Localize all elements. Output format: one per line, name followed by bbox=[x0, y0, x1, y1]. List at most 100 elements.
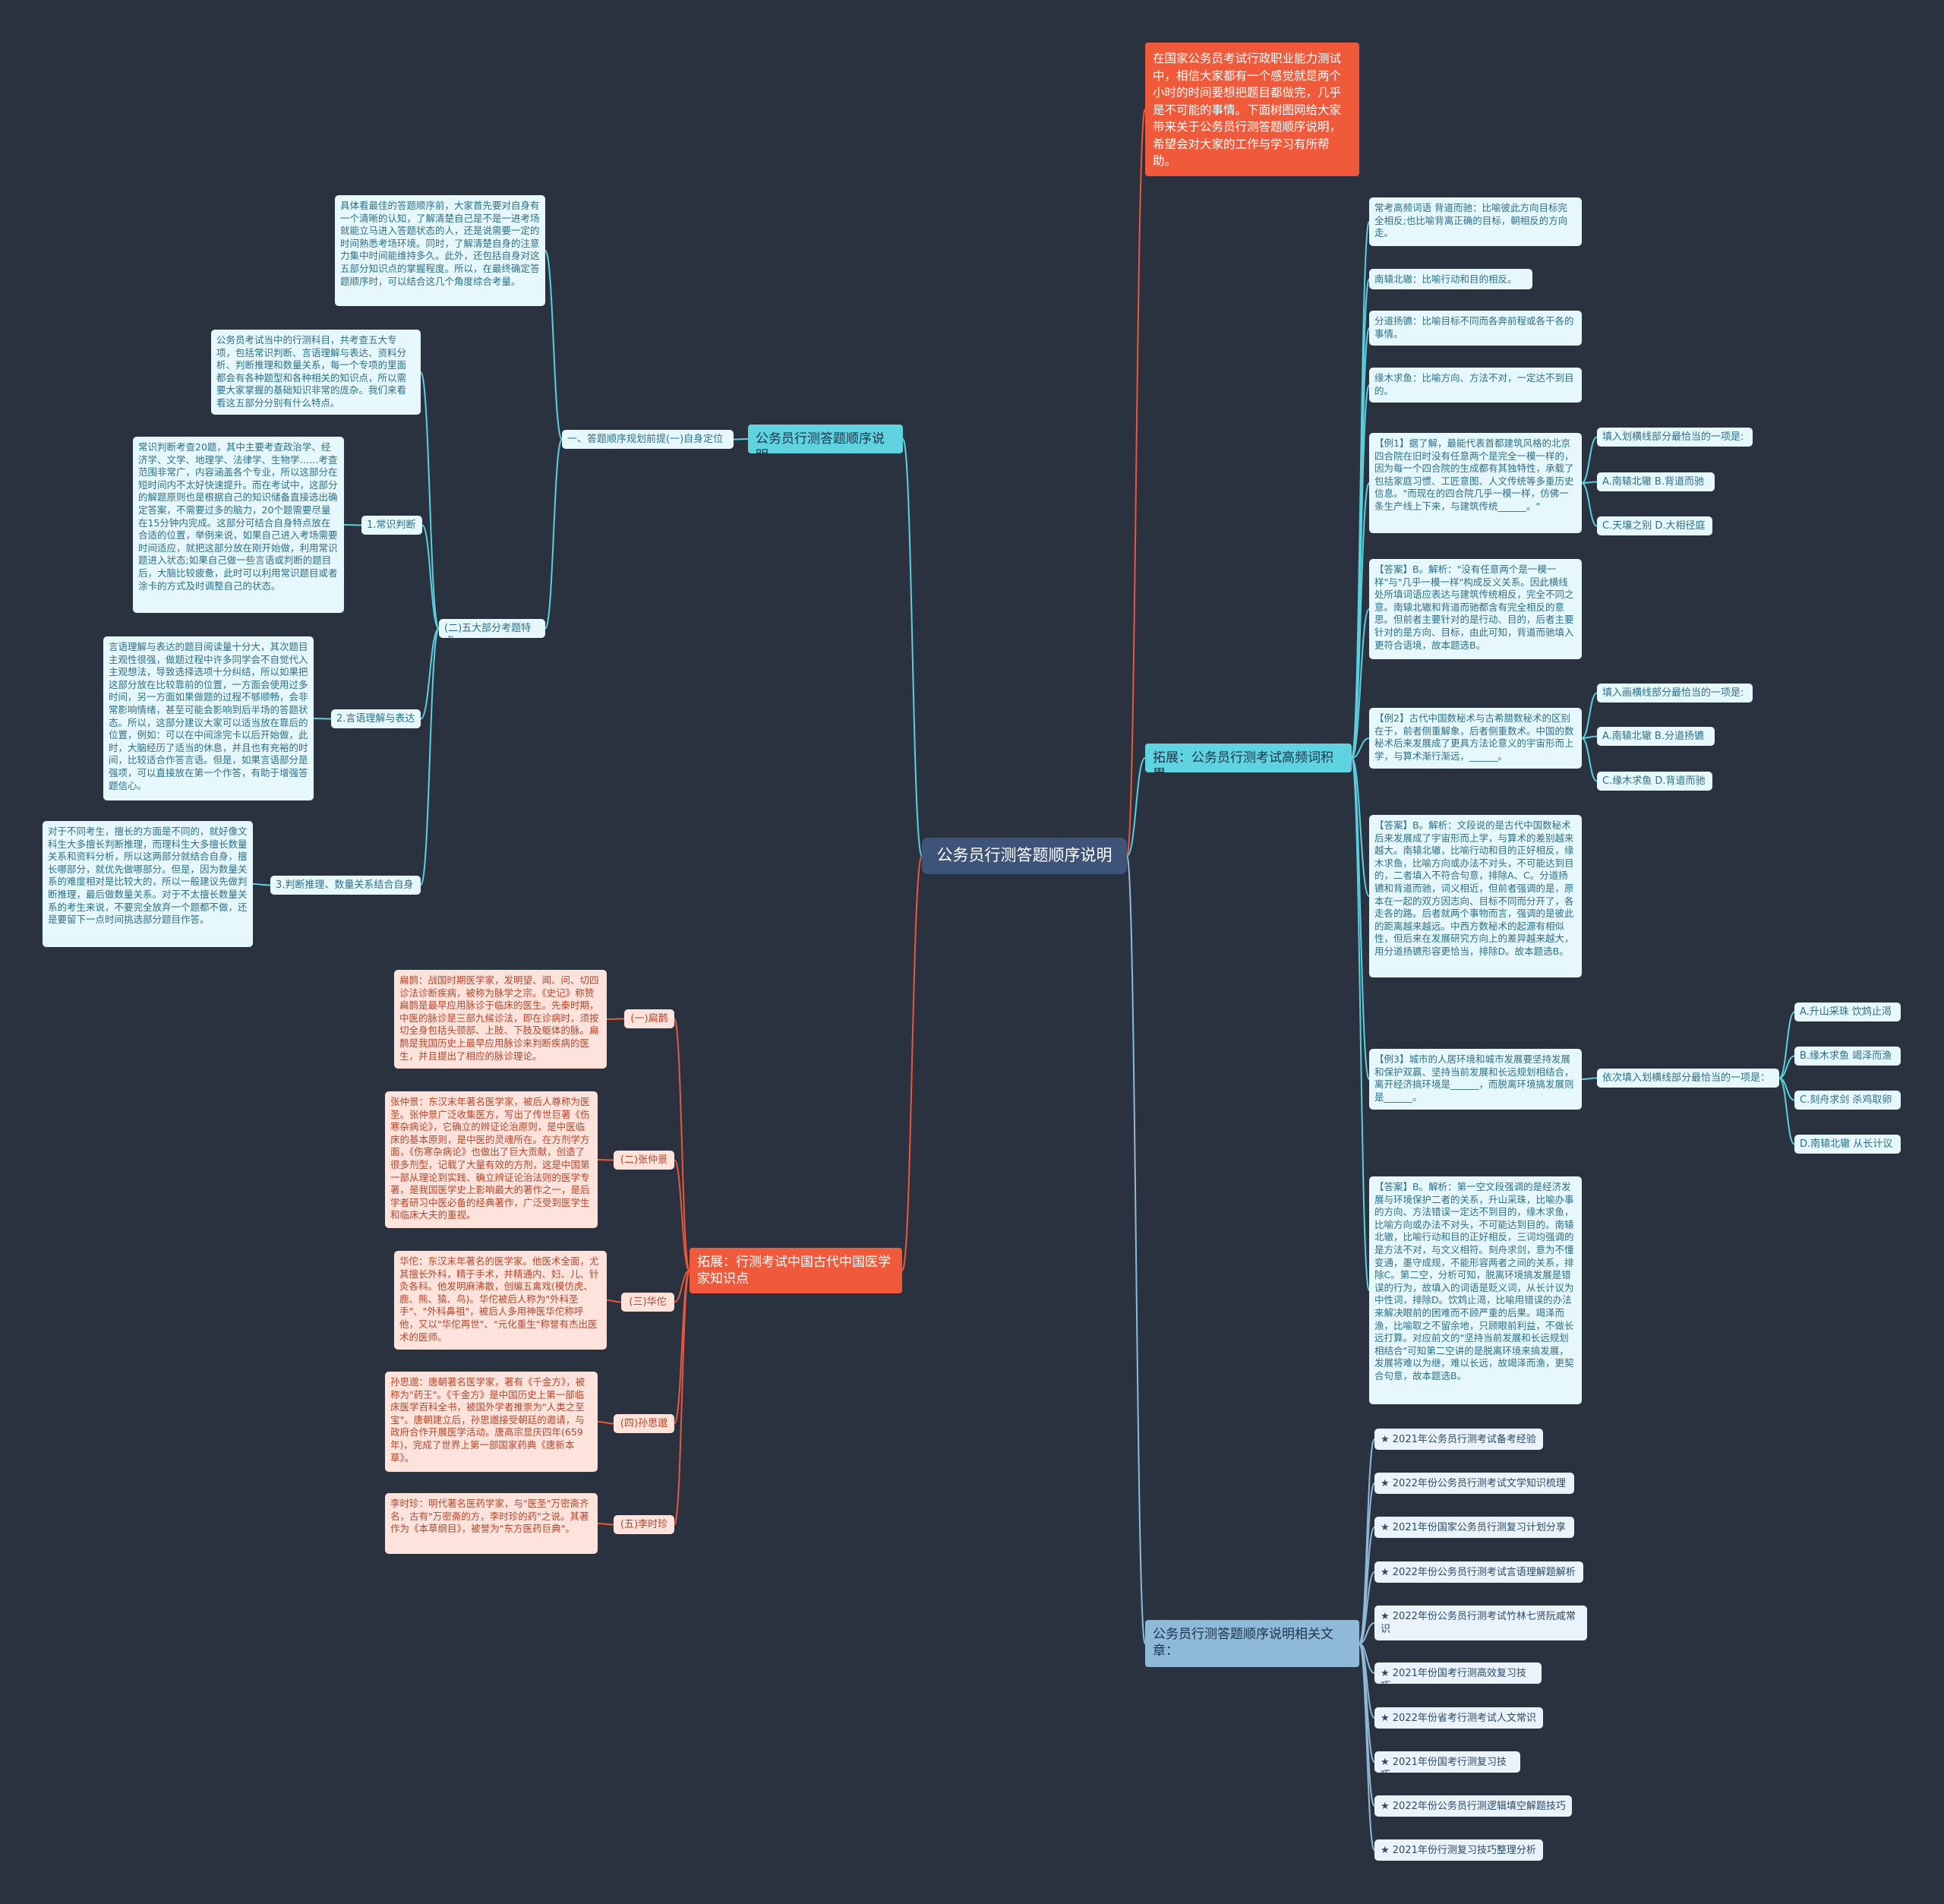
example1-option-cd[interactable]: C.天壤之别 D.大相径庭 bbox=[1597, 516, 1712, 535]
medicine-text-3: 华佗：东汉末年著名的医学家。他医术全面，尤其擅长外科，精于手术，并精通内、妇、儿… bbox=[394, 1251, 607, 1350]
connector-example1-text-example1-question bbox=[1581, 436, 1598, 484]
example3-answer: 【答案】B。解析：第一空文段强调的是经济发展与环境保护二者的关系，升山采珠，比喻… bbox=[1369, 1176, 1582, 1404]
article-link-5[interactable]: ★ 2022年份公务员行测考试竹林七贤阮咸常识 bbox=[1374, 1606, 1587, 1640]
connector-branch-vocab-example1-answer bbox=[1351, 608, 1370, 759]
common-sense-text: 常识判断考查20题，其中主要考查政治学、经济学、文学、地理学、法律学、生物学……… bbox=[133, 437, 344, 613]
connector-branch-vocab-example1-text bbox=[1351, 482, 1370, 759]
verbal-text: 言语理解与表达的题目阅读量十分大，其次题目主观性很强，做题过程中许多同学会不自觉… bbox=[103, 636, 314, 800]
intro-node[interactable]: 在国家公务员考试行政职业能力测试中，相信大家都有一个感觉就是两个小时的时间要想把… bbox=[1145, 43, 1359, 176]
common-sense-label[interactable]: 1.常识判断 bbox=[361, 516, 422, 535]
connector-branch-ancient-medicine-medicine-label-3 bbox=[674, 1270, 690, 1303]
example2-question[interactable]: 填入画横线部分最恰当的一项是: bbox=[1597, 684, 1753, 703]
connector-branch-vocab-example2-text bbox=[1351, 737, 1370, 759]
connector-five-parts-label-five-parts-overview bbox=[420, 371, 440, 630]
connector-root-topic-branch-answer-order bbox=[902, 438, 923, 857]
vocab-item-1: 常考高频词语 背道而驰：比喻彼此方向目标完全相反;也比喻背离正确的目标，朝相反的… bbox=[1369, 197, 1582, 246]
connector-example1-text-example1-option-cd bbox=[1581, 482, 1598, 527]
article-link-3[interactable]: ★ 2021年份国家公务员行测复习计划分享 bbox=[1374, 1517, 1574, 1538]
self-positioning-label[interactable]: 一、答题顺序规划前提(一)自身定位 bbox=[562, 430, 734, 449]
medicine-label-5[interactable]: (五)李时珍 bbox=[614, 1515, 674, 1534]
connector-self-positioning-label-five-parts-label bbox=[544, 438, 563, 630]
example2-option-cd[interactable]: C.缘木求鱼 D.背道而驰 bbox=[1597, 772, 1712, 791]
five-parts-label[interactable]: (二)五大部分考题特点 bbox=[439, 619, 545, 638]
example3-text[interactable]: 【例3】城市的人居环境和城市发展要坚持发展和保护双赢、坚持当前发展和长远规划相结… bbox=[1369, 1049, 1582, 1110]
medicine-label-4[interactable]: (四)孙思邈 bbox=[614, 1414, 674, 1433]
article-link-4[interactable]: ★ 2022年份公务员行测考试言语理解题解析 bbox=[1374, 1561, 1583, 1583]
vocab-item-3: 分道扬镳：比喻目标不同而各奔前程或各干各的事情。 bbox=[1369, 311, 1582, 346]
example3-option-d[interactable]: D.南辕北辙 从长计议 bbox=[1794, 1135, 1901, 1154]
medicine-label-2[interactable]: (二)张仲景 bbox=[614, 1151, 674, 1170]
example3-option-b[interactable]: B.缘木求鱼 竭泽而渔 bbox=[1794, 1047, 1901, 1066]
medicine-label-1[interactable]: (一)扁鹊 bbox=[624, 1009, 674, 1028]
connector-branch-vocab-vocab-item-4 bbox=[1351, 384, 1370, 759]
article-link-2[interactable]: ★ 2022年份公务员行测考试文学知识梳理 bbox=[1374, 1473, 1574, 1494]
root-topic[interactable]: 公务员行测答题顺序说明 bbox=[922, 838, 1127, 874]
connector-branch-vocab-example2-answer bbox=[1351, 757, 1370, 897]
connector-branch-ancient-medicine-medicine-label-2 bbox=[674, 1159, 690, 1271]
connector-root-topic-intro-node bbox=[1126, 109, 1146, 857]
example1-option-ab[interactable]: A.南辕北辙 B.背道而驰 bbox=[1597, 472, 1715, 491]
five-parts-overview: 公务员考试当中的行测科目，共考查五大专项，包括常识判断、言语理解与表达、资料分析… bbox=[211, 330, 421, 415]
connector-root-topic-branch-related-articles bbox=[1126, 855, 1146, 1644]
vocab-item-4: 缘木求鱼：比喻方向、方法不对，一定达不到目的。 bbox=[1369, 368, 1582, 403]
connector-branch-related-articles-article-link-9 bbox=[1359, 1643, 1375, 1807]
connector-example3-question-example3-option-d bbox=[1778, 1077, 1795, 1145]
connector-self-positioning-label-self-positioning-text bbox=[544, 250, 563, 440]
connector-root-topic-branch-ancient-medicine bbox=[901, 855, 923, 1271]
article-link-9[interactable]: ★ 2022年份公务员行测逻辑填空解题技巧 bbox=[1374, 1795, 1572, 1817]
connector-verbal-label-verbal-text bbox=[313, 718, 332, 720]
connector-example3-text-example3-question bbox=[1581, 1077, 1598, 1080]
connector-medicine-label-1-medicine-text-1 bbox=[606, 1018, 625, 1020]
connector-medicine-label-4-medicine-text-4 bbox=[597, 1421, 614, 1425]
article-link-1[interactable]: ★ 2021年公务员行测考试备考经验 bbox=[1374, 1429, 1543, 1450]
article-link-10[interactable]: ★ 2021年份行测复习技巧整理分析 bbox=[1374, 1839, 1543, 1861]
connector-example3-question-example3-option-b bbox=[1778, 1055, 1795, 1079]
example1-question[interactable]: 填入划横线部分最恰当的一项是: bbox=[1597, 428, 1753, 447]
medicine-label-3[interactable]: (三)华佗 bbox=[621, 1293, 674, 1312]
connector-branch-vocab-example3-answer bbox=[1351, 757, 1370, 1291]
branch-ancient-medicine[interactable]: 拓展：行测考试中国古代中国医学家知识点 bbox=[690, 1248, 902, 1293]
connector-medicine-label-3-medicine-text-3 bbox=[606, 1299, 622, 1303]
connector-root-topic-branch-vocab bbox=[1126, 757, 1146, 857]
reasoning-math-label[interactable]: 3.判断推理、数量关系结合自身 bbox=[270, 876, 421, 895]
connector-branch-related-articles-article-link-2 bbox=[1359, 1482, 1375, 1644]
self-positioning-text: 具体看最佳的答题顺序前，大家首先要对自身有一个清晰的认知，了解清楚自己是不是一进… bbox=[335, 195, 545, 306]
branch-related-articles[interactable]: 公务员行测答题顺序说明相关文章： bbox=[1145, 1620, 1359, 1667]
connector-common-sense-label-common-sense-text bbox=[343, 524, 362, 526]
example3-question[interactable]: 依次填入划横线部分最恰当的一项是： bbox=[1597, 1069, 1779, 1088]
article-link-6[interactable]: ★ 2021年份国考行测高效复习技巧 bbox=[1374, 1662, 1542, 1684]
connector-five-parts-label-verbal-label bbox=[420, 627, 440, 720]
example1-text[interactable]: 【例1】据了解，最能代表首都建筑风格的北京四合院在旧时没有任意两个是完全一模一样… bbox=[1369, 433, 1582, 533]
connector-reasoning-math-label-reasoning-math-text bbox=[252, 883, 271, 886]
example3-option-c[interactable]: C.刻舟求剑 杀鸡取卵 bbox=[1794, 1091, 1901, 1110]
example1-answer: 【答案】B。解析："没有任意两个是一模一样"与"几乎一模一样"构成反义关系。因此… bbox=[1369, 559, 1582, 659]
connector-example3-question-example3-option-a bbox=[1778, 1011, 1795, 1079]
vocab-item-2: 南辕北辙：比喻行动和目的相反。 bbox=[1369, 269, 1532, 289]
example2-text[interactable]: 【例2】古代中国数秘术与古希腊数秘术的区别在于，前者侧重解象，后者侧重数术。中国… bbox=[1369, 708, 1582, 769]
connector-five-parts-label-reasoning-math-label bbox=[420, 627, 440, 886]
connector-example2-text-example2-question bbox=[1581, 692, 1598, 739]
connector-branch-ancient-medicine-medicine-label-1 bbox=[674, 1018, 690, 1271]
connector-branch-vocab-example3-text bbox=[1351, 757, 1370, 1080]
medicine-text-4: 孙思邈：唐朝著名医学家，著有《千金方》，被称为"药王"。《千金方》是中国历史上第… bbox=[385, 1372, 598, 1472]
example2-option-ab[interactable]: A.南辕北辙 B.分道扬镳 bbox=[1597, 727, 1715, 746]
medicine-text-5: 李时珍：明代著名医药学家，与"医圣"万密斋齐名，古有"万密斋的方，李时珍的药"之… bbox=[385, 1493, 598, 1554]
connector-branch-ancient-medicine-medicine-label-5 bbox=[674, 1270, 690, 1526]
medicine-text-2: 张仲景：东汉末年著名医学家，被后人尊称为医圣。张仲景广泛收集医方，写出了传世巨著… bbox=[385, 1091, 598, 1228]
connector-example2-text-example2-option-cd bbox=[1581, 737, 1598, 782]
connector-medicine-label-5-medicine-text-5 bbox=[597, 1523, 614, 1526]
connector-branch-related-articles-article-link-4 bbox=[1359, 1571, 1375, 1644]
reasoning-math-text: 对于不同考生，擅长的方面是不同的，就好像文科生大多擅长判断推理，而理科生大多擅长… bbox=[43, 821, 253, 947]
article-link-7[interactable]: ★ 2022年份省考行测考试人文常识 bbox=[1374, 1707, 1543, 1729]
verbal-label[interactable]: 2.言语理解与表达 bbox=[331, 709, 421, 728]
connector-five-parts-label-common-sense-label bbox=[421, 524, 440, 630]
article-link-8[interactable]: ★ 2021年份国考行测复习技巧 bbox=[1374, 1751, 1520, 1773]
connector-branch-answer-order-self-positioning-label bbox=[733, 438, 749, 440]
branch-vocab[interactable]: 拓展：公务员行测考试高频词积累 bbox=[1145, 744, 1352, 772]
branch-answer-order[interactable]: 公务员行测答题顺序说明 bbox=[748, 425, 903, 453]
example3-option-a[interactable]: A.升山采珠 饮鸩止渴 bbox=[1794, 1003, 1901, 1021]
medicine-text-1: 扁鹊：战国时期医学家，发明望、闻、问、切四诊法诊断疾病，被称为脉学之宗。《史记》… bbox=[394, 970, 607, 1069]
connector-branch-related-articles-article-link-5 bbox=[1359, 1622, 1375, 1644]
